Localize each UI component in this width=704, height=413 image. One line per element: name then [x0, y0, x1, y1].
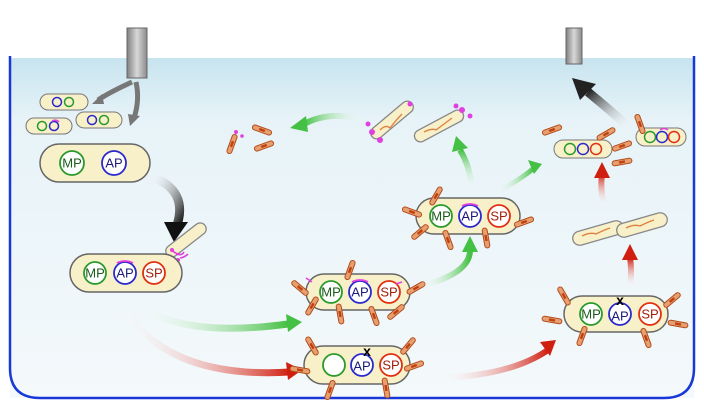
- sp-label: SP: [145, 266, 162, 281]
- sp-plasmid: [487, 204, 511, 228]
- outlet-cells: [541, 113, 687, 167]
- sp-label: SP: [641, 307, 658, 322]
- released-cells-right: [572, 212, 668, 246]
- mp-plasmid: [319, 280, 343, 304]
- ap-plasmid: [350, 353, 374, 377]
- sp-plasmid: [379, 353, 403, 377]
- input-cell-3: [75, 111, 123, 129]
- green-arrow-reinfection: [290, 112, 365, 132]
- ap-plasmid: [608, 302, 632, 326]
- right-host-cell: MP AP x SP: [541, 285, 689, 349]
- mp-plasmid: [429, 204, 453, 228]
- sp-label: SP: [380, 285, 397, 300]
- green-arrow-release: [452, 136, 475, 191]
- input-cell-2: [25, 117, 73, 135]
- mp-plasmid: [579, 302, 603, 326]
- sp-label: SP: [490, 209, 507, 224]
- ap-label: AP: [351, 285, 368, 300]
- red-arrow-to-right-cell: [437, 340, 556, 381]
- mp-label: MP: [62, 156, 82, 171]
- ap-plasmid: [113, 261, 137, 285]
- ap-plasmid: [101, 150, 127, 176]
- mp-label: MP: [85, 266, 105, 281]
- mp-plasmid: [59, 150, 85, 176]
- red-arrow-up-2: [594, 162, 610, 207]
- green-arrow-to-productive-cell: [127, 293, 302, 332]
- outlet-tube: [565, 27, 583, 65]
- red-arrow-up-1: [622, 244, 638, 289]
- ap-plasmid: [458, 204, 482, 228]
- input-cell-1: [39, 93, 89, 111]
- black-arrow-down: [148, 171, 188, 242]
- host-cell-mp-ap: MP AP: [39, 143, 151, 183]
- mp-label: MP: [431, 209, 451, 224]
- outlet-arrow: [572, 78, 634, 132]
- productive-host-cell: MP AP SP: [290, 259, 427, 327]
- ap-label: AP: [353, 359, 370, 374]
- mp-plasmid: [322, 353, 346, 377]
- mp-plasmid: [83, 261, 107, 285]
- mp-label: MP: [581, 307, 601, 322]
- phage-producing-cell: MP AP SP: [401, 185, 535, 251]
- sp-plasmid: [377, 280, 401, 304]
- ap-knockout-cell: AP x SP: [289, 335, 425, 401]
- sp-label: SP: [382, 358, 399, 373]
- ap-label: AP: [611, 309, 628, 324]
- ap-label: AP: [461, 209, 478, 224]
- free-phages: [225, 123, 275, 155]
- knockout-mark: x: [363, 343, 371, 359]
- sp-plasmid: [638, 302, 662, 326]
- host-cell-mp-ap-sp: MP AP SP: [69, 253, 183, 293]
- mp-label: MP: [321, 285, 341, 300]
- ap-label: AP: [105, 156, 122, 171]
- inlet-tube: [126, 27, 148, 79]
- released-phage-particles: [365, 100, 473, 143]
- sp-plasmid: [142, 261, 166, 285]
- inlet-arrow: [92, 79, 141, 126]
- knockout-mark: x: [616, 292, 624, 308]
- ap-label: AP: [116, 266, 133, 281]
- ap-plasmid: [348, 280, 372, 304]
- green-arrow-to-outlet-phage: [494, 160, 542, 195]
- green-arrow-to-upper-cell: [419, 236, 478, 289]
